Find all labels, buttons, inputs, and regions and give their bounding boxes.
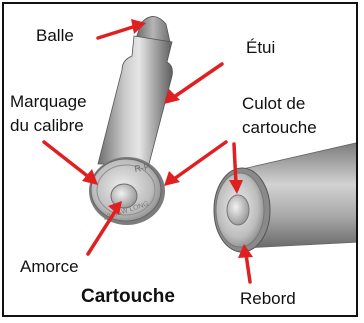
label-caliber-marking-line2: du calibre — [10, 116, 84, 136]
arrow-case-head-left — [164, 142, 226, 186]
label-caliber-marking-line1: Marquage — [10, 92, 87, 112]
diagram-frame: R-P 32 S&W LONG — [2, 2, 358, 317]
label-case: Étui — [246, 38, 275, 58]
cartridge-case — [98, 36, 172, 164]
label-bullet: Balle — [36, 26, 74, 46]
label-rim: Rebord — [240, 289, 296, 309]
label-primer: Amorce — [20, 257, 79, 277]
label-cartridge: Cartouche — [81, 287, 175, 307]
label-case-head-line2: cartouche — [242, 118, 317, 138]
label-case-head-line1: Culot de — [242, 94, 305, 114]
arrow-caliber-marking — [44, 142, 98, 185]
